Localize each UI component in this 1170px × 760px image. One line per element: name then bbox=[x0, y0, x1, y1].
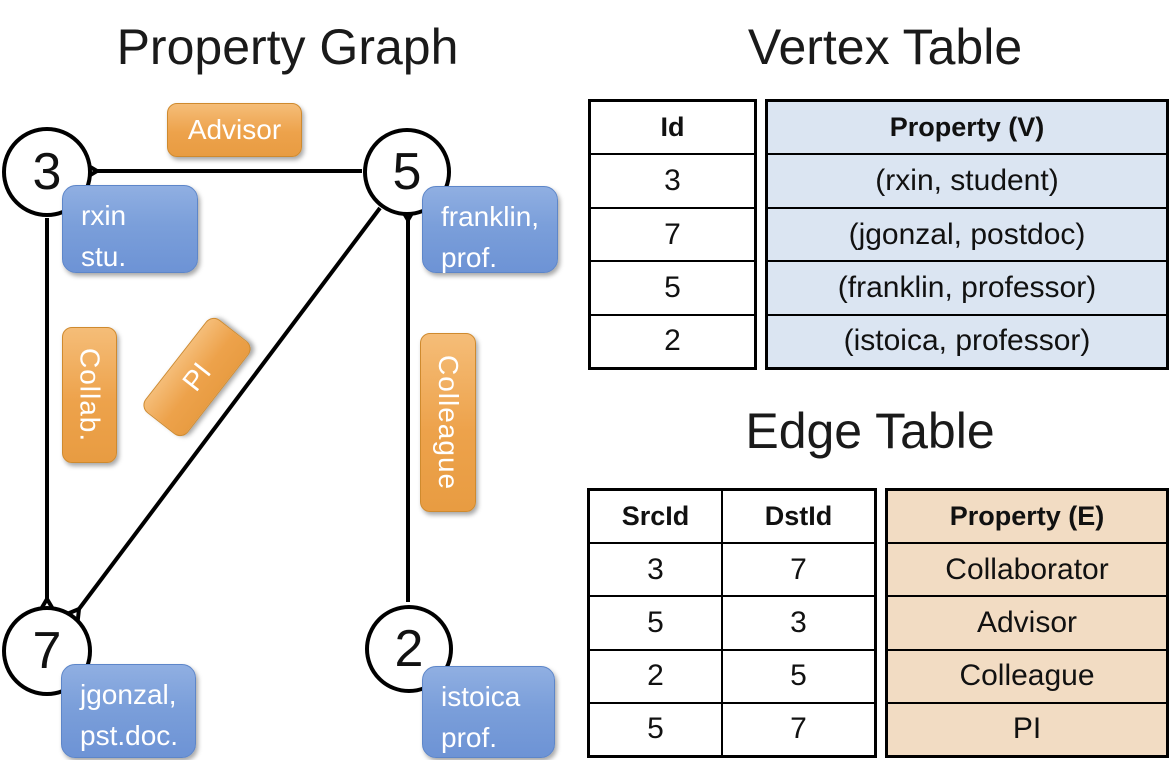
edge-row-dst: 3 bbox=[723, 595, 874, 648]
node-2-id: 2 bbox=[394, 620, 424, 678]
edge-row-property: Colleague bbox=[888, 648, 1166, 702]
edge-label-advisor: Advisor bbox=[167, 103, 302, 157]
vertex-row-id: 3 bbox=[591, 153, 754, 206]
franklin-card-line1: franklin, bbox=[441, 201, 540, 232]
property-graph-title: Property Graph bbox=[116, 19, 459, 75]
node-7-id: 7 bbox=[32, 622, 62, 680]
vertex-row-property: (franklin, professor) bbox=[768, 260, 1166, 313]
vertex-id-header: Id bbox=[660, 112, 685, 143]
vertex-row-id: 2 bbox=[591, 313, 754, 367]
node-3-id: 3 bbox=[32, 143, 62, 201]
edge-row-src: 5 bbox=[590, 595, 721, 648]
colleague-label-text: Colleague bbox=[433, 354, 464, 491]
vertex-row-property: (jgonzal, postdoc) bbox=[768, 206, 1166, 260]
node-5-id: 5 bbox=[392, 143, 422, 201]
vertex-card-rxin: rxin stu. bbox=[62, 185, 198, 273]
edge-dstid-column: DstId 7 3 5 7 bbox=[721, 491, 874, 755]
advisor-label-text: Advisor bbox=[187, 114, 282, 145]
edge-row-src: 5 bbox=[590, 701, 721, 755]
graph-node-3: 3 bbox=[2, 127, 92, 217]
edge-property-header: Property (E) bbox=[949, 501, 1105, 532]
collab-label-text: Collab. bbox=[74, 347, 106, 443]
istoica-card-line1: istoica bbox=[441, 681, 521, 712]
edge-label-pi: PI bbox=[139, 313, 255, 441]
istoica-card-line2: prof. bbox=[441, 721, 498, 753]
edge-row-src: 3 bbox=[590, 542, 721, 595]
edge-row-dst: 5 bbox=[723, 648, 874, 702]
vertex-table-title: Vertex Table bbox=[747, 19, 1023, 75]
rxin-card-line2: stu. bbox=[81, 240, 127, 272]
vertex-row-id: 7 bbox=[591, 206, 754, 260]
rxin-card-line1: rxin bbox=[81, 200, 127, 231]
edge-srcid-header: SrcId bbox=[621, 501, 690, 532]
jgonzal-card-line2: pst.doc. bbox=[80, 719, 179, 751]
vertex-table-property-column: Property (V) (rxin, student) (jgonzal, p… bbox=[765, 99, 1169, 370]
edge-label-collab: Collab. bbox=[62, 327, 117, 463]
vertex-card-istoica: istoica prof. bbox=[422, 666, 555, 758]
vertex-row-id: 5 bbox=[591, 260, 754, 313]
edge-row-dst: 7 bbox=[723, 542, 874, 595]
edge-row-dst: 7 bbox=[723, 701, 874, 755]
vertex-property-header: Property (V) bbox=[889, 112, 1045, 143]
edge-srcid-column: SrcId 3 5 2 5 bbox=[590, 491, 721, 755]
jgonzal-card-line1: jgonzal, bbox=[80, 679, 177, 710]
edge-dstid-header: DstId bbox=[764, 501, 833, 532]
vertex-card-jgonzal: jgonzal, pst.doc. bbox=[61, 664, 196, 758]
vertex-row-property: (istoica, professor) bbox=[768, 313, 1166, 367]
edge-row-property: PI bbox=[888, 701, 1166, 755]
vertex-table-id-column: Id 3 7 5 2 bbox=[588, 99, 757, 370]
edge-label-colleague: Colleague bbox=[420, 333, 476, 512]
edge-table-id-columns: SrcId 3 5 2 5 DstId 7 3 5 7 bbox=[587, 488, 877, 758]
edge-table-property-column: Property (E) Collaborator Advisor Collea… bbox=[885, 488, 1169, 758]
edge-row-property: Advisor bbox=[888, 595, 1166, 648]
franklin-card-line2: prof. bbox=[441, 241, 498, 273]
edge-row-src: 2 bbox=[590, 648, 721, 702]
graph-node-5: 5 bbox=[363, 128, 451, 216]
pi-label-text: PI bbox=[176, 356, 217, 397]
vertex-row-property: (rxin, student) bbox=[768, 153, 1166, 206]
vertex-card-franklin: franklin, prof. bbox=[422, 186, 558, 273]
edge-row-property: Collaborator bbox=[888, 542, 1166, 595]
edge-table-title: Edge Table bbox=[745, 403, 995, 459]
